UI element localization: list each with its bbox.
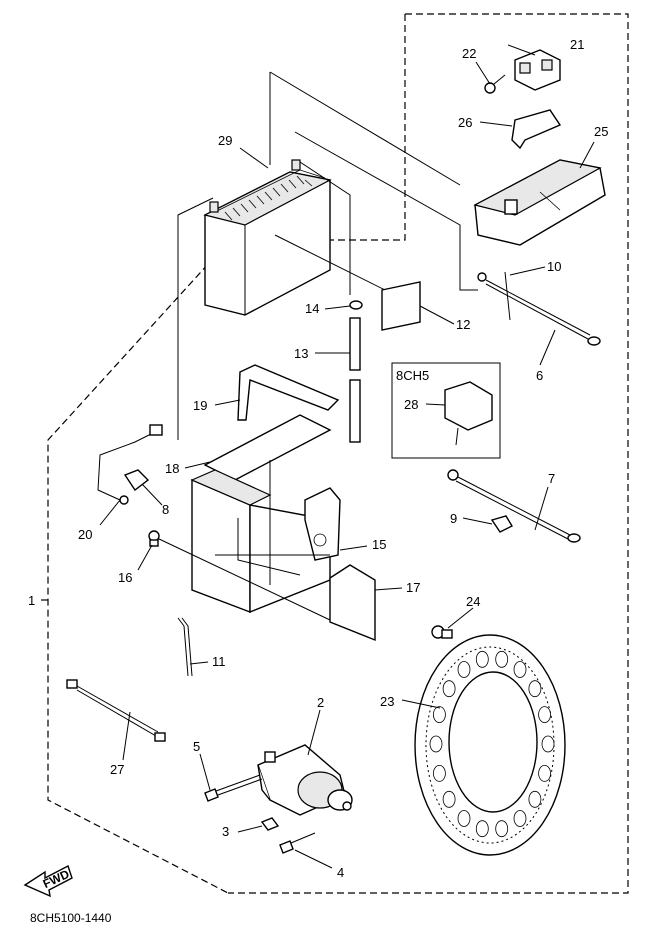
callout-27: 27 [110, 762, 124, 777]
rotor-hole [528, 680, 542, 698]
callout-9: 9 [450, 511, 457, 526]
callout-1: 1 [28, 593, 35, 608]
battery-part [203, 159, 332, 316]
callout-26: 26 [458, 115, 472, 130]
wire-20 [97, 424, 163, 505]
bolt-5 [204, 774, 263, 802]
callout-16: 16 [118, 570, 132, 585]
callout-24: 24 [466, 594, 480, 609]
callout-19: 19 [193, 398, 207, 413]
callout-23: 23 [380, 694, 394, 709]
callout-13: 13 [294, 346, 308, 361]
callout-20: 20 [78, 527, 92, 542]
sensor-rotor-23 [414, 634, 566, 856]
callout-2: 2 [317, 695, 324, 710]
rotor-hole [541, 735, 555, 753]
rotor-hole [495, 820, 509, 838]
rotor-hole [442, 790, 456, 808]
rotor-hole [457, 810, 471, 827]
callout-11: 11 [212, 654, 226, 669]
battery-cable-6 [477, 271, 601, 346]
lead-wire-27 [66, 679, 166, 742]
clamp-9 [490, 515, 513, 533]
fwd-arrow-icon: FWD [23, 864, 73, 898]
rotor-hole [475, 820, 489, 838]
cover-17 [329, 564, 376, 642]
diagram-code: 8CH5100-1440 [30, 911, 112, 925]
callout-28: 28 [404, 397, 418, 412]
callout-12: 12 [456, 317, 470, 332]
callout-25: 25 [594, 124, 608, 139]
variant-box [391, 362, 501, 459]
rotor-hole [513, 661, 527, 678]
starter-motor-2 [257, 744, 353, 816]
bolt-16 [148, 530, 160, 547]
rotor-hole [429, 735, 443, 753]
rotor-hole [528, 790, 542, 808]
callout-3: 3 [222, 824, 229, 839]
clamp-8 [123, 469, 150, 492]
callout-21: 21 [570, 37, 584, 52]
callout-10: 10 [547, 259, 561, 274]
callout-15: 15 [372, 537, 386, 552]
vent-hose-parts [349, 300, 363, 443]
rotor-hole [475, 650, 489, 668]
battery-pad-18 [203, 414, 332, 481]
rotor-hole [538, 765, 551, 782]
fwd-label: FWD [41, 867, 72, 891]
rotor-hole [513, 810, 527, 827]
negative-cable-7 [447, 469, 581, 543]
rotor-hole [538, 706, 551, 723]
clip-11 [177, 617, 193, 677]
callout-14: 14 [305, 301, 319, 316]
battery-leaders [177, 71, 478, 440]
battery-box-15 [190, 469, 341, 614]
rotor-hole [442, 680, 456, 698]
rotor-hole [432, 706, 446, 723]
callout-leaders [99, 44, 595, 869]
callout-4: 4 [337, 865, 344, 880]
callout-7: 7 [548, 471, 555, 486]
callout-8: 8 [162, 502, 169, 517]
battery-pad-12 [381, 281, 421, 331]
callout-18: 18 [165, 461, 179, 476]
bolt-4 [279, 832, 316, 854]
callout-17: 17 [406, 580, 420, 595]
screw-22 [484, 74, 506, 94]
callout-29: 29 [218, 133, 232, 148]
rotor-hole [495, 650, 509, 668]
callout-6: 6 [536, 368, 543, 383]
nut-3 [260, 817, 280, 831]
battery-box-leaders [156, 460, 331, 621]
bracket-26 [511, 109, 562, 150]
callout-5: 5 [193, 739, 200, 754]
fuse-box-cover-25 [473, 159, 606, 246]
bolt-24 [431, 625, 453, 639]
battery-band-19 [237, 364, 340, 421]
starter-relay-21 [514, 49, 561, 91]
callout-22: 22 [462, 46, 476, 61]
callout-labels: 1 2 3 4 5 6 7 8 9 10 11 12 13 14 15 16 1… [28, 37, 608, 880]
rotor-hole [457, 661, 471, 678]
variant-label: 8CH5 [396, 368, 429, 383]
rotor-hole [432, 765, 446, 782]
